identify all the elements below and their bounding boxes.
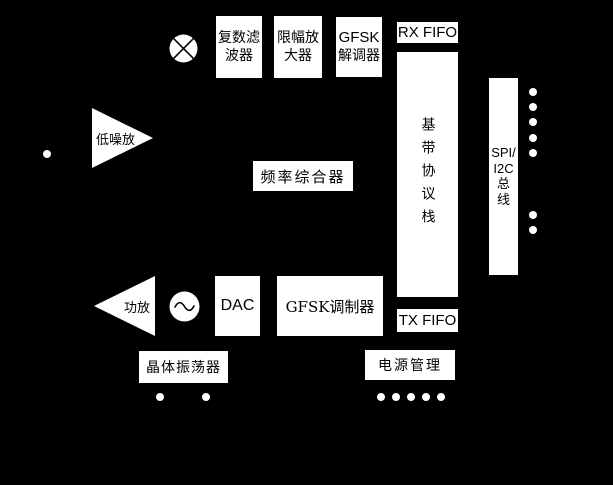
block-frequency-synthesizer: 频率综合器 <box>253 161 353 191</box>
antenna-pin-dot <box>43 150 51 158</box>
bus-pin-dot <box>529 118 537 126</box>
bus-pin-dot <box>529 134 537 142</box>
block-dac: DAC <box>215 276 260 336</box>
power-pin-dot <box>392 393 400 401</box>
block-label: GFSK <box>338 29 380 46</box>
block-label: 复数滤 <box>218 30 260 46</box>
bus-pin-dot <box>529 226 537 234</box>
block-rx-fifo: RX FIFO <box>397 22 458 43</box>
block-crystal-oscillator: 晶体振荡器 <box>139 351 228 383</box>
block-spi-i2c-bus: SPI/ I2C 总 线 <box>489 78 518 275</box>
block-label: 波器 <box>225 48 253 64</box>
sine-wave-icon <box>169 291 200 327</box>
bus-pin-dot <box>529 88 537 96</box>
mixer-cross-icon <box>169 34 198 68</box>
block-label: TX FIFO <box>398 312 457 329</box>
power-pin-dot <box>407 393 415 401</box>
block-label: 基带协议栈 <box>419 117 436 232</box>
power-pin-dot <box>377 393 385 401</box>
block-gfsk-modulator: GFSK调制器 <box>277 276 383 336</box>
block-baseband-protocol-stack: 基带协议栈 <box>397 52 458 297</box>
bus-pin-dot <box>529 103 537 111</box>
crystal-pin-dot <box>156 393 164 401</box>
block-label: RX FIFO <box>397 24 458 41</box>
block-label: 大器 <box>284 48 312 64</box>
block-limiting-amplifier: 限幅放 大器 <box>274 16 322 78</box>
power-pin-dot <box>422 393 430 401</box>
block-label: 限幅放 <box>277 30 319 46</box>
block-label: 功放 <box>123 300 150 316</box>
block-label: 晶体振荡器 <box>146 360 221 376</box>
block-tx-fifo: TX FIFO <box>397 309 458 332</box>
block-complex-filter: 复数滤 波器 <box>216 16 262 78</box>
block-lna-amplifier: 低噪放 <box>92 108 153 168</box>
power-pin-dot <box>437 393 445 401</box>
block-power-management: 电源管理 <box>365 350 455 380</box>
block-label: SPI/ <box>491 144 516 160</box>
block-label: DAC <box>220 297 255 314</box>
block-gfsk-demodulator: GFSK 解调器 <box>336 17 382 77</box>
block-label: 频率综合器 <box>260 167 346 186</box>
bus-pin-dot <box>529 211 537 219</box>
bus-pin-dot <box>529 149 537 157</box>
block-label: 线 <box>496 192 510 208</box>
block-power-amplifier: 功放 <box>94 276 155 336</box>
block-label: 电源管理 <box>378 358 442 374</box>
block-label: I2C <box>493 160 514 176</box>
block-label: 总 <box>496 176 510 192</box>
block-label: 低噪放 <box>96 132 136 148</box>
block-label: GFSK调制器 <box>285 297 375 316</box>
crystal-pin-dot <box>202 393 210 401</box>
block-label: 解调器 <box>338 48 380 64</box>
